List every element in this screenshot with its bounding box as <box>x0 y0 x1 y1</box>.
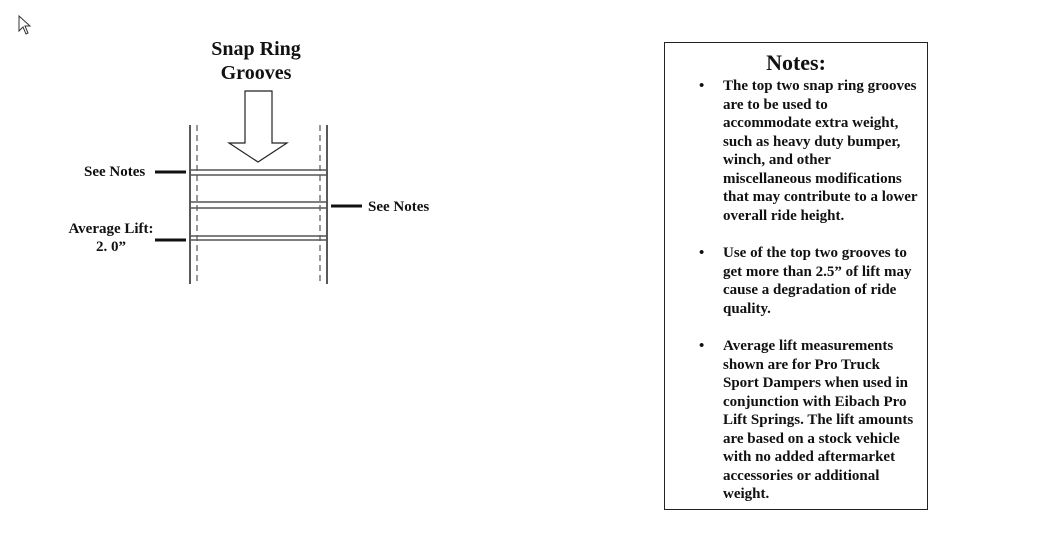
bullet-icon: • <box>699 338 705 354</box>
bullet-icon: • <box>699 78 705 94</box>
notes-item-text: Average lift measurements shown are for … <box>723 338 914 502</box>
notes-list-item: • The top two snap ring grooves are to b… <box>665 77 927 225</box>
notes-box: Notes: • The top two snap ring grooves a… <box>664 42 928 510</box>
notes-list-item: • Average lift measurements shown are fo… <box>665 337 927 504</box>
notes-item-text: The top two snap ring grooves are to be … <box>723 78 918 224</box>
label-see-notes-right: See Notes <box>368 199 430 215</box>
arrow-down-icon <box>226 90 290 163</box>
notes-title: Notes: <box>766 50 826 75</box>
snap-ring-groove-top <box>190 169 327 176</box>
label-average-lift-line1: Average Lift: <box>68 221 154 237</box>
snap-ring-groove-bottom <box>190 235 327 241</box>
diagram-title-line1: Snap Ring <box>211 38 301 60</box>
notes-list-item: • Use of the top two grooves to get more… <box>665 244 927 318</box>
label-average-lift-line2: 2. 0” <box>96 239 126 255</box>
bullet-icon: • <box>699 245 705 261</box>
mouse-cursor-icon <box>18 15 32 35</box>
diagram-title-line2: Grooves <box>220 62 292 84</box>
label-average-lift: Average Lift: 2. 0” <box>60 220 162 256</box>
label-see-notes-left: See Notes <box>84 164 146 180</box>
snap-ring-groove-middle <box>190 201 327 209</box>
notes-list: • The top two snap ring grooves are to b… <box>665 77 927 504</box>
diagram-title: Snap Ring Grooves <box>190 37 322 85</box>
notes-item-text: Use of the top two grooves to get more t… <box>723 245 912 317</box>
